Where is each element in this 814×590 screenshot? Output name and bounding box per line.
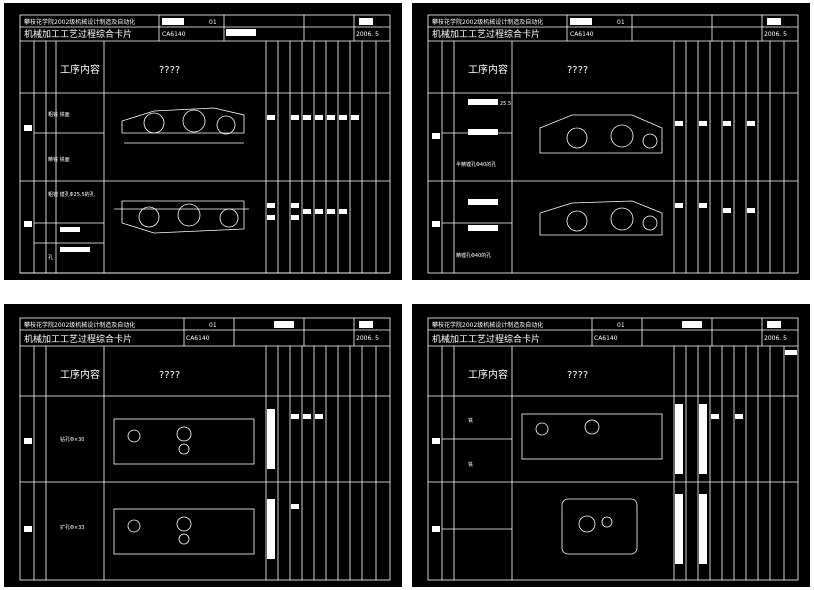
step-2: 精铣 铣面 [48, 156, 70, 163]
step-3-2: 半精镗孔Φ40的孔 [456, 161, 496, 168]
card-title-2: 机械加工工艺过程综合卡片 [432, 28, 540, 40]
product-model: CA6140 [162, 31, 186, 38]
card-title-3: 机械加工工艺过程综合卡片 [24, 333, 132, 345]
date-label-4: 2006. 5 [764, 335, 787, 342]
sheet-2-drawing: 攀枝花学院2002级机械设计制造及自动化 机械加工工艺过程综合卡片 01 CA6… [427, 14, 799, 274]
part-drawing-1 [114, 107, 249, 234]
part-drawing-3 [113, 418, 255, 555]
school-label-4: 攀枝花学院2002级机械设计制造及自动化 [432, 321, 543, 329]
card-title-4: 机械加工工艺过程综合卡片 [432, 333, 540, 345]
part-drawing-4 [521, 413, 663, 555]
sheet-4-drawing: 攀枝花学院2002级机械设计制造及自动化 机械加工工艺过程综合卡片 01 CA6… [427, 317, 799, 581]
school-label-3: 攀枝花学院2002级机械设计制造及自动化 [24, 321, 135, 329]
product-model-4: CA6140 [594, 335, 618, 342]
sheet-3-drawing: 攀枝花学院2002级机械设计制造及自动化 机械加工工艺过程综合卡片 01 CA6… [19, 317, 391, 581]
process-card-sheet-1: 攀枝花学院2002级机械设计制造及自动化 机械加工工艺过程综合卡片 01 CA6… [4, 3, 402, 280]
question-mark: ???? [159, 65, 180, 76]
part-number: 01 [209, 19, 217, 26]
date-label-2: 2006. 5 [764, 31, 787, 38]
part-number-3: 01 [209, 322, 217, 329]
question-mark-4: ???? [567, 370, 588, 381]
process-card-sheet-4: 攀枝花学院2002级机械设计制造及自动化 机械加工工艺过程综合卡片 01 CA6… [412, 304, 810, 587]
date-label-3: 2006. 5 [356, 335, 379, 342]
step-2-3: 扩孔Φ×33 [60, 524, 85, 531]
process-content-label-4: 工序内容 [468, 368, 508, 381]
part-number-2: 01 [617, 19, 625, 26]
step-5: 孔 [48, 254, 53, 261]
step-1-3: 钻孔Φ×30 [60, 436, 85, 443]
step-5-2: 精镗孔Φ40的孔 [456, 252, 491, 259]
part-drawing-2 [539, 114, 663, 236]
step-1-2: 25.5 [500, 101, 511, 107]
school-label: 攀枝花学院2002级机械设计制造及自动化 [24, 18, 135, 26]
part-number-4: 01 [617, 322, 625, 329]
step-1-4: 铣 [468, 417, 473, 424]
step-1: 粗铣 铣面 [48, 111, 70, 118]
step-3: 粗镗 镗孔Φ25.5的孔 [48, 191, 95, 198]
process-card-sheet-3: 攀枝花学院2002级机械设计制造及自动化 机械加工工艺过程综合卡片 01 CA6… [4, 304, 402, 587]
sheet-1-drawing: 攀枝花学院2002级机械设计制造及自动化 机械加工工艺过程综合卡片 01 CA6… [19, 14, 391, 274]
process-card-sheet-2: 攀枝花学院2002级机械设计制造及自动化 机械加工工艺过程综合卡片 01 CA6… [412, 3, 810, 280]
question-mark-2: ???? [567, 65, 588, 76]
card-title: 机械加工工艺过程综合卡片 [24, 28, 132, 40]
process-content-label-2: 工序内容 [468, 63, 508, 76]
product-model-2: CA6140 [570, 31, 594, 38]
product-model-3: CA6140 [186, 335, 210, 342]
question-mark-3: ???? [159, 370, 180, 381]
process-content-label: 工序内容 [60, 63, 100, 76]
date-label: 2006. 5 [356, 31, 379, 38]
school-label-2: 攀枝花学院2002级机械设计制造及自动化 [432, 18, 543, 26]
step-2-4: 铣 [468, 461, 473, 468]
process-content-label-3: 工序内容 [60, 368, 100, 381]
